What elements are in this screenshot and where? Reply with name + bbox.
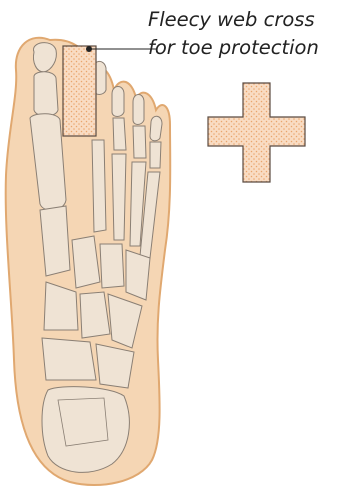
annotation-line-1: Fleecy web cross [148,6,358,34]
toe-fleecy-pad [63,46,96,136]
annotation-line-2: for toe protection [148,34,358,62]
fleecy-web-cross [208,83,305,182]
annotation-label: Fleecy web cross for toe protection [148,6,358,62]
heel-bone [42,387,129,473]
